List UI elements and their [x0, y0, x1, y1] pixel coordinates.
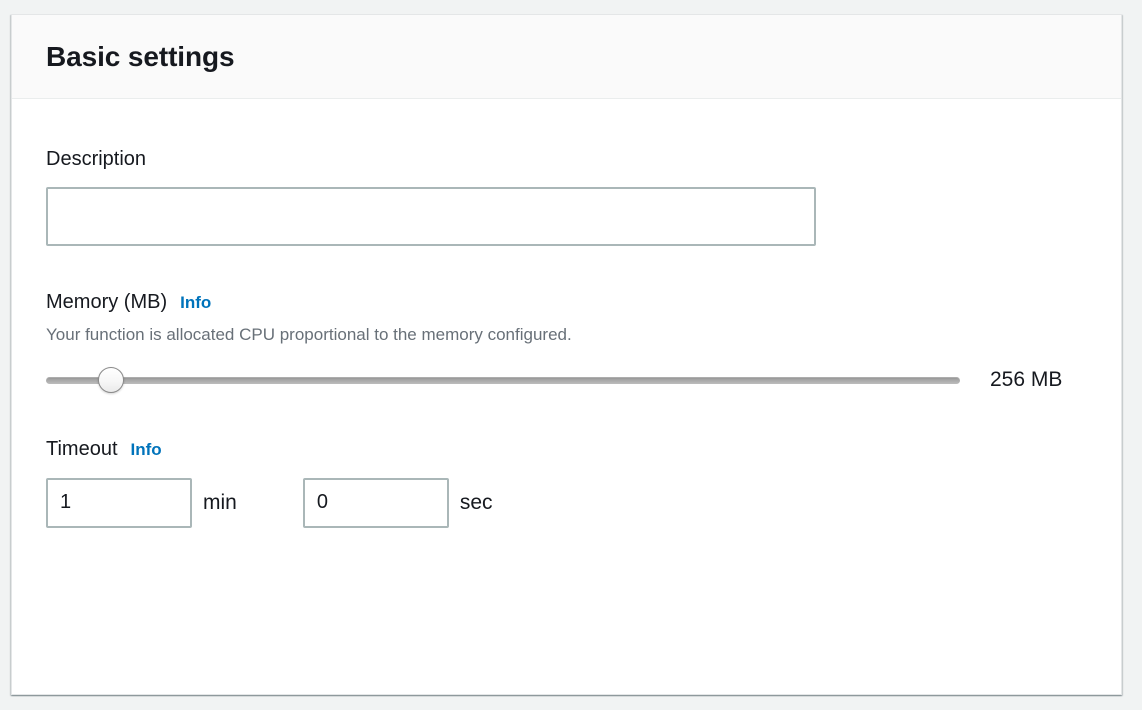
description-label-row: Description: [46, 147, 1087, 172]
timeout-inputs-row: min sec: [46, 477, 1087, 528]
timeout-seconds-input[interactable]: [302, 477, 449, 528]
timeout-minutes-unit-label: min: [203, 490, 237, 514]
timeout-label-row: Timeout Info: [46, 437, 1087, 462]
memory-field-group: Memory (MB) Info Your function is alloca…: [46, 290, 1087, 395]
description-field-group: Description: [46, 147, 1087, 246]
basic-settings-panel: Basic settings Description Memory (MB) I…: [11, 14, 1122, 695]
page-title: Basic settings: [46, 40, 235, 72]
memory-label: Memory (MB): [46, 291, 168, 313]
memory-slider-thumb[interactable]: [98, 366, 125, 393]
description-label: Description: [46, 148, 147, 170]
memory-slider-track[interactable]: [46, 376, 960, 384]
memory-slider[interactable]: [46, 365, 960, 395]
description-input[interactable]: [46, 187, 816, 246]
timeout-minutes-input[interactable]: [46, 477, 192, 528]
panel-header: Basic settings: [12, 15, 1121, 99]
timeout-label: Timeout: [46, 437, 118, 460]
memory-label-row: Memory (MB) Info: [46, 290, 1087, 315]
timeout-info-link[interactable]: Info: [130, 439, 162, 459]
memory-hint-text: Your function is allocated CPU proportio…: [46, 325, 572, 344]
panel-body: Description Memory (MB) Info Your functi…: [12, 99, 1121, 528]
memory-value-label: 256 MB: [990, 367, 1063, 391]
timeout-field-group: Timeout Info min sec: [46, 437, 1087, 528]
memory-slider-row: 256 MB: [46, 365, 1087, 395]
memory-info-link[interactable]: Info: [180, 293, 212, 312]
timeout-seconds-unit-label: sec: [459, 490, 493, 514]
